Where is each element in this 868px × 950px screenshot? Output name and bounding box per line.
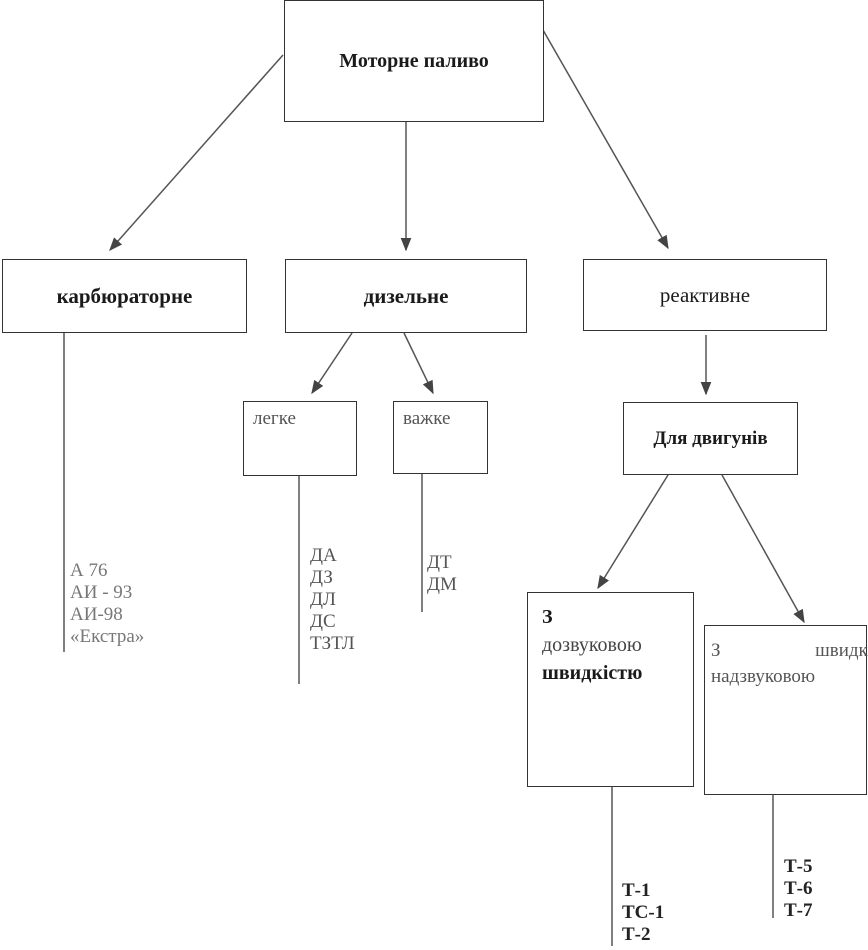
supersonic-fuel-grades-list: Т-5 Т-6 Т-7	[784, 856, 813, 922]
node-engines-label: Для двигунів	[653, 427, 768, 449]
node-motor-fuel: Моторне паливо	[284, 0, 544, 122]
list-item: Т-2	[622, 924, 651, 945]
node-subsonic-line-1: З	[542, 606, 553, 628]
heavy-diesel-grades-list: ДТ ДМ	[427, 552, 457, 596]
node-heavy: важке	[393, 401, 488, 474]
list-item: Т-5	[784, 856, 813, 877]
node-subsonic: З дозвуковою швидкістю	[527, 592, 694, 787]
list-item: АИ-98	[70, 604, 123, 625]
arrow-diesel-to-light	[311, 332, 353, 395]
subsonic-fuel-grades-list: Т-1 ТС-1 Т-2	[622, 880, 664, 946]
node-carburetor: карбюраторне	[2, 259, 247, 333]
list-item: Т-1	[622, 880, 651, 901]
node-supersonic-line-2: швидкістю	[815, 640, 868, 661]
list-item: ТС-1	[622, 902, 665, 923]
node-heavy-label: важке	[403, 408, 451, 429]
list-item: ТЗТЛ	[310, 633, 355, 654]
node-supersonic-line-1: З надзвуковою	[711, 640, 816, 687]
list-item: ДМ	[427, 574, 457, 595]
node-subsonic-line-2: дозвуковою	[542, 634, 642, 656]
node-jet-label: реактивне	[659, 282, 751, 307]
list-item: ДТ	[427, 552, 452, 573]
arrow-engines-to-subsonic	[597, 474, 669, 590]
node-subsonic-line-3: швидкістю	[542, 662, 643, 684]
list-item: ДЗ	[310, 567, 333, 588]
carburetor-grades-list: А 76 АИ - 93 АИ-98 «Екстра»	[70, 560, 144, 648]
list-item: ДЛ	[310, 589, 336, 610]
list-item: ДА	[310, 545, 337, 566]
node-motor-fuel-label: Моторне паливо	[339, 49, 489, 72]
arrow-root-to-carburetor	[109, 54, 284, 252]
arrow-diesel-to-heavy	[403, 332, 434, 395]
arrow-root-to-jet	[542, 29, 669, 250]
node-supersonic: З надзвуковою швидкістю	[704, 625, 868, 795]
node-jet: реактивне	[583, 259, 827, 331]
list-item: ДС	[310, 611, 336, 632]
node-light: легке	[243, 401, 357, 476]
node-diesel: дизельне	[285, 259, 527, 333]
list-item: А 76	[70, 560, 108, 581]
light-diesel-grades-list: ДА ДЗ ДЛ ДС ТЗТЛ	[310, 545, 355, 655]
node-engines: Для двигунів	[623, 402, 798, 475]
node-light-label: легке	[253, 408, 296, 429]
list-item: Т-7	[784, 900, 813, 921]
list-item: АИ - 93	[70, 582, 133, 603]
list-item: Т-6	[784, 878, 813, 899]
list-item: «Екстра»	[70, 626, 145, 647]
node-diesel-label: дизельне	[363, 283, 449, 308]
node-carburetor-label: карбюраторне	[56, 283, 193, 308]
arrow-engines-to-supersonic	[721, 474, 805, 624]
